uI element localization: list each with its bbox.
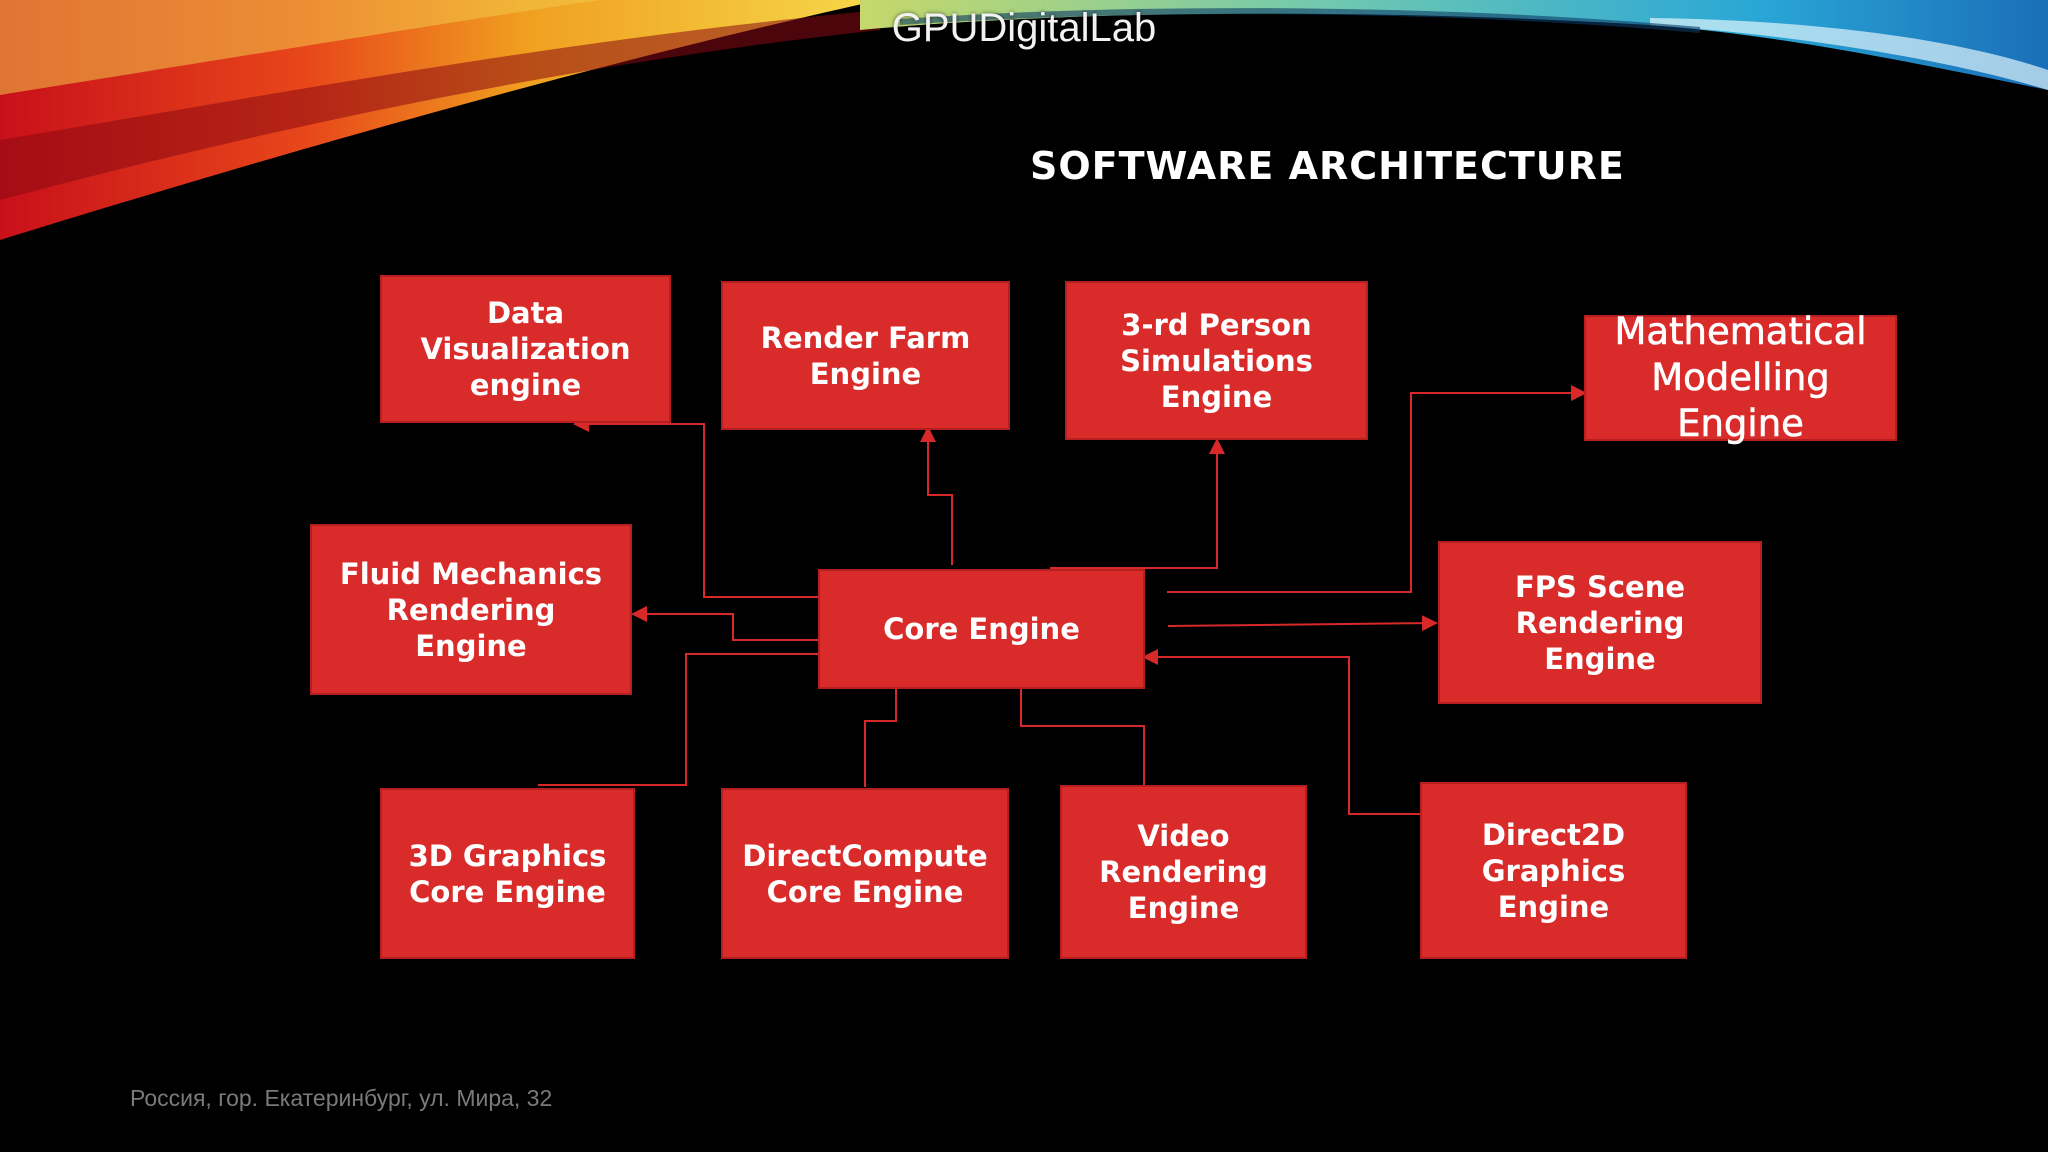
third-person-simulations-engine-box: 3-rd Person Simulations Engine: [1065, 281, 1368, 440]
slide-title: SOFTWARE ARCHITECTURE: [1030, 144, 1625, 188]
link-core-directcompute: [864, 689, 897, 787]
link-core-dataviz: [573, 416, 818, 598]
brand-title: GPUDigitalLab: [891, 6, 1157, 50]
fps-scene-rendering-engine-box: FPS Scene Rendering Engine: [1438, 541, 1762, 704]
fluid-mechanics-rendering-engine-box: Fluid Mechanics Rendering Engine: [310, 524, 632, 695]
direct2d-graphics-engine-box: Direct2D Graphics Engine: [1420, 782, 1687, 959]
link-core-renderfarm: [920, 426, 953, 565]
link-core-math: [1167, 385, 1587, 593]
data-visualization-engine-box: Data Visualization engine: [380, 275, 671, 423]
link-direct2d-core: [1142, 649, 1420, 815]
link-core-video: [1020, 689, 1145, 785]
render-farm-engine-box: Render Farm Engine: [721, 281, 1010, 430]
footer-address: Россия, гор. Екатеринбург, ул. Мира, 32: [130, 1085, 553, 1111]
link-core-fluid: [631, 606, 818, 641]
mathematical-modelling-engine-box: Mathematical Modelling Engine: [1584, 310, 1897, 445]
link-core-thirdperson: [1050, 438, 1225, 569]
core-engine-box: Core Engine: [818, 569, 1145, 689]
directcompute-core-engine-box: DirectCompute Core Engine: [721, 788, 1009, 959]
link-core-graphics3d: [538, 653, 818, 786]
3d-graphics-core-engine-box: 3D Graphics Core Engine: [380, 788, 635, 959]
video-rendering-engine-box: Video Rendering Engine: [1060, 785, 1307, 959]
link-core-fps: [1167, 615, 1438, 632]
decorative-banner: [0, 0, 2048, 240]
